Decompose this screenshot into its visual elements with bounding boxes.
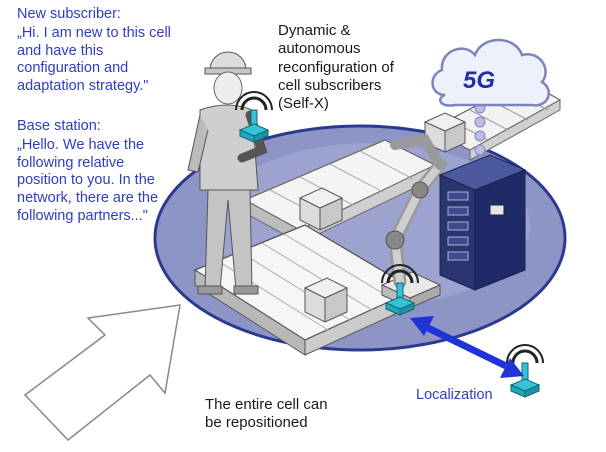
reposition-text: The entire cell can be repositioned: [205, 396, 328, 432]
localization-label: Localization: [416, 387, 493, 403]
wireless-device-icon: [506, 344, 544, 398]
cloud-5g-label: 5G: [463, 67, 496, 94]
new-subscriber-heading: New subscriber:: [17, 6, 121, 22]
cloud-5g-icon: [431, 38, 551, 107]
wireless-device-icon: [381, 264, 419, 316]
base-station-message: „Hello. We have the following relative p…: [17, 137, 159, 224]
localization-arrow-icon: [410, 316, 524, 378]
server-rack-icon: [438, 154, 527, 291]
reposition-arrow-icon: [23, 304, 181, 442]
base-station-heading: Base station:: [17, 118, 101, 134]
new-subscriber-message: „Hi. I am new to this cell and have this…: [17, 25, 171, 95]
self-x-description: Dynamic & autonomous reconfiguration of …: [278, 22, 394, 113]
worker-icon: [187, 51, 268, 295]
wireless-device-icon: [235, 91, 273, 143]
box-icon: [298, 187, 344, 231]
box-icon: [303, 277, 349, 323]
